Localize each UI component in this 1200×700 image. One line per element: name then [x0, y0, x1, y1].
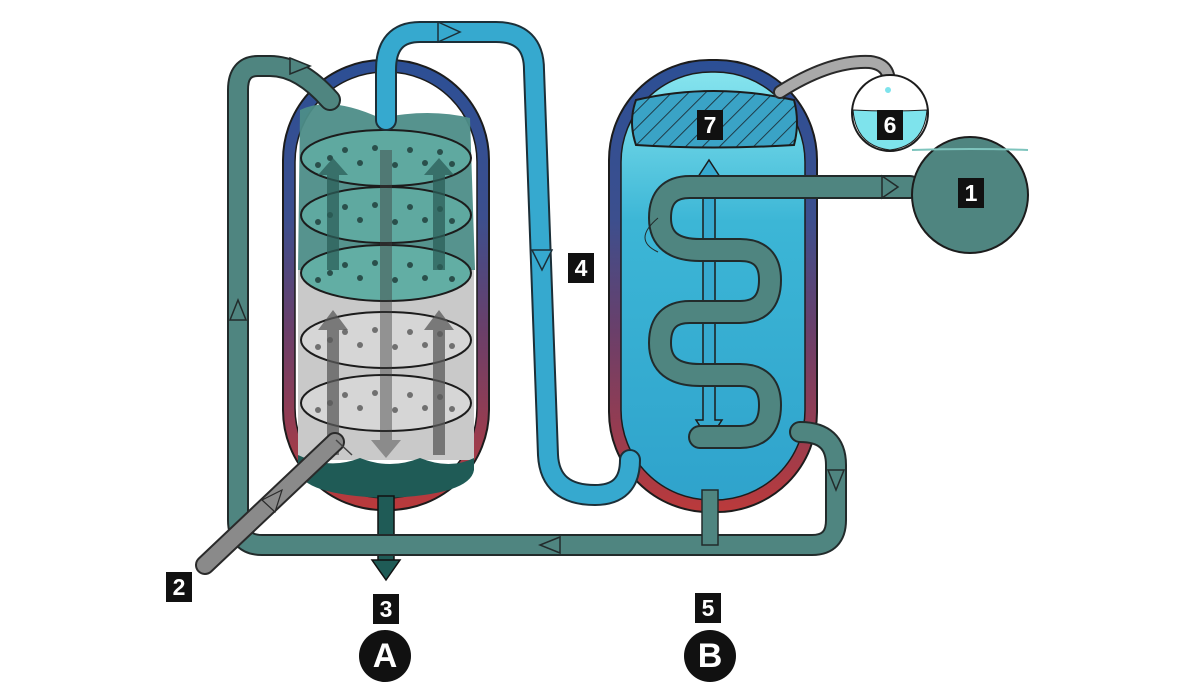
- label-2: 2: [166, 572, 192, 602]
- tray: [300, 186, 472, 244]
- pipe-4: [375, 20, 641, 506]
- flask-6: [773, 54, 929, 152]
- section-b-badge: B: [684, 630, 736, 682]
- tray: [300, 244, 472, 302]
- vessel-a-sump: [298, 455, 474, 498]
- drip-2: [335, 439, 353, 456]
- coil-loop-a: [644, 217, 659, 253]
- vessel-a-flow-arrows: [318, 150, 454, 458]
- feed-pipe-2: [195, 432, 345, 575]
- label-7: 7: [697, 110, 723, 140]
- section-a-badge: A: [359, 630, 411, 682]
- label-1: 1: [958, 178, 984, 208]
- label-4: 4: [568, 253, 594, 283]
- vessel-a: [282, 59, 490, 582]
- label-6: 6: [877, 110, 903, 140]
- bottom-outlet-arrow: [370, 559, 402, 582]
- label-3: 3: [373, 594, 399, 624]
- tray: [300, 374, 472, 432]
- label-5: 5: [695, 593, 721, 623]
